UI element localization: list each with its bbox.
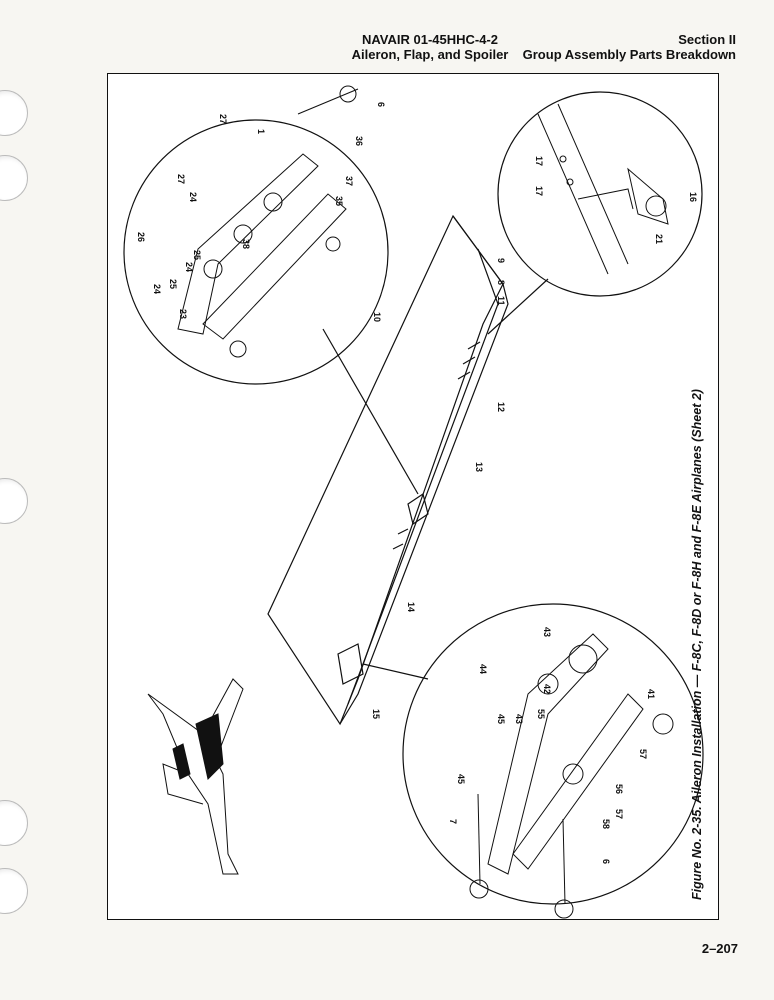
section-label: Section II [678, 32, 736, 47]
callout-label: 6 [601, 859, 611, 864]
binder-hole [0, 155, 28, 201]
callout-label: 14 [406, 602, 416, 612]
callout-label: 16 [688, 192, 698, 202]
callout-label: 7 [448, 819, 458, 824]
page-number: 2–207 [701, 941, 738, 956]
callout-label: 24 [184, 262, 194, 272]
callout-label: 44 [478, 664, 488, 674]
callout-label: 56 [614, 784, 624, 794]
callout-label: 6 [376, 102, 386, 107]
callout-label: 26 [136, 232, 146, 242]
section-header: Section II Group Assembly Parts Breakdow… [523, 32, 736, 62]
callout-label: 27 [218, 114, 228, 124]
callout-label: 43 [514, 714, 524, 724]
callout-label: 17 [534, 156, 544, 166]
callout-label: 13 [474, 462, 484, 472]
callout-label: 25 [192, 250, 202, 260]
callout-label: 17 [534, 186, 544, 196]
callout-label: 36 [354, 136, 364, 146]
callout-label: 55 [536, 709, 546, 719]
figure-caption: Figure No. 2-35. Aileron Installation — … [690, 389, 704, 900]
hinge-fitting-detail-upper [177, 85, 359, 358]
callout-label: 38 [241, 239, 251, 249]
callout-label: 35 [334, 196, 344, 206]
detail-circle-upper-left [123, 119, 389, 385]
callout-label: 24 [188, 192, 198, 202]
callout-label: 43 [542, 627, 552, 637]
detail-circle-lower [402, 603, 704, 905]
document-subject: Aileron, Flap, and Spoiler [351, 47, 509, 62]
binder-hole [0, 478, 28, 524]
callout-label: 15 [371, 709, 381, 719]
callout-label: 57 [638, 749, 648, 759]
bracket-detail-upper-right [537, 103, 669, 275]
callout-numbers: 6 27 1 36 37 27 24 35 26 38 24 25 23 24 … [136, 102, 698, 864]
callout-label: 9 [496, 258, 506, 263]
callout-label: 27 [176, 174, 186, 184]
callout-label: 41 [646, 689, 656, 699]
detail-circle-upper-right [497, 91, 703, 297]
callout-label: 58 [601, 819, 611, 829]
exploded-view-drawing: 6 27 1 36 37 27 24 35 26 38 24 25 23 24 … [123, 85, 704, 919]
callout-label: 45 [496, 714, 506, 724]
callout-label: 12 [496, 402, 506, 412]
section-title: Group Assembly Parts Breakdown [522, 47, 736, 62]
callout-label: 25 [168, 279, 178, 289]
callout-label: 37 [344, 176, 354, 186]
callout-label: 45 [456, 774, 466, 784]
callout-label: 8 [496, 280, 506, 285]
figure-frame: 6 27 1 36 37 27 24 35 26 38 24 25 23 24 … [107, 73, 719, 920]
aircraft-location-diagram [147, 678, 244, 875]
callout-label: 42 [542, 684, 552, 694]
hinge-fitting-detail-lower [469, 633, 674, 919]
callout-label: 10 [372, 312, 382, 322]
binder-hole [0, 868, 28, 914]
document-header: NAVAIR 01-45HHC-4-2 Aileron, Flap, and S… [340, 32, 520, 62]
callout-label: 1 [256, 129, 266, 134]
callout-label: 57 [614, 809, 624, 819]
callout-label: 23 [178, 309, 188, 319]
binder-hole [0, 90, 28, 136]
callout-label: 11 [496, 296, 506, 306]
callout-label: 24 [152, 284, 162, 294]
aileron-assembly [267, 214, 549, 726]
callout-label: 21 [654, 234, 664, 244]
binder-hole [0, 800, 28, 846]
document-number: NAVAIR 01-45HHC-4-2 [361, 32, 499, 47]
